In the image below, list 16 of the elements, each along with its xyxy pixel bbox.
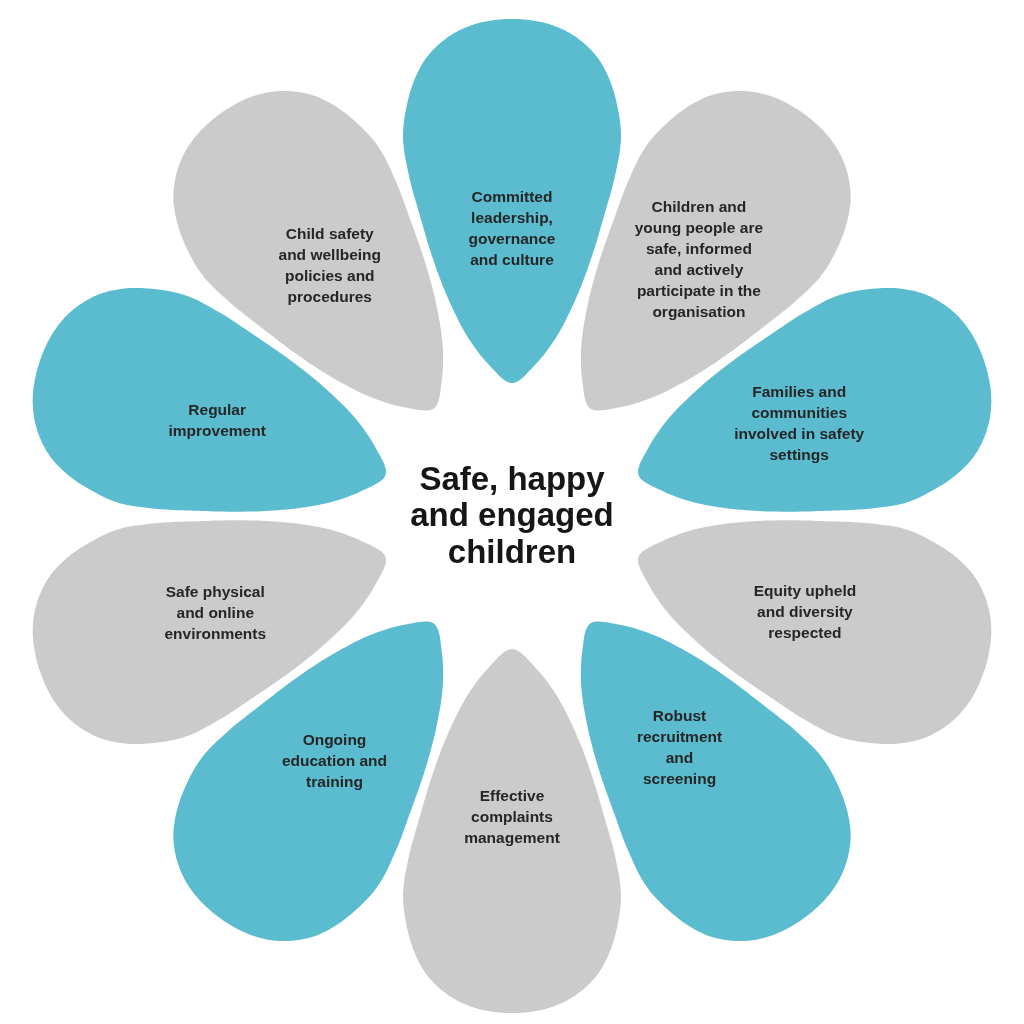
- petal: [403, 649, 621, 1013]
- petal-label: Regular improvement: [167, 400, 267, 442]
- petal-label: Robust recruitment and screening: [635, 705, 724, 789]
- petal: [32, 288, 386, 512]
- petal: [403, 19, 621, 383]
- petal-label: Children and young people are safe, informed and actively participate in the organisation: [633, 196, 765, 323]
- center-heading: Safe, happy and engaged children: [409, 460, 615, 572]
- petal-label: Safe physical and online environments: [163, 581, 268, 645]
- petal-label: Ongoing education and training: [280, 729, 388, 792]
- petal: [638, 520, 992, 744]
- petal-label: Families and communities involved in safety settings: [733, 381, 866, 465]
- petal-label: Committed leadership, governance and culture: [467, 187, 557, 271]
- petal-label: Child safety and wellbeing policies and procedures: [277, 224, 382, 308]
- petal-label: Effective complaints management: [463, 785, 561, 848]
- petal: [580, 621, 851, 942]
- petal-label: Equity upheld and diversity respected: [752, 580, 858, 643]
